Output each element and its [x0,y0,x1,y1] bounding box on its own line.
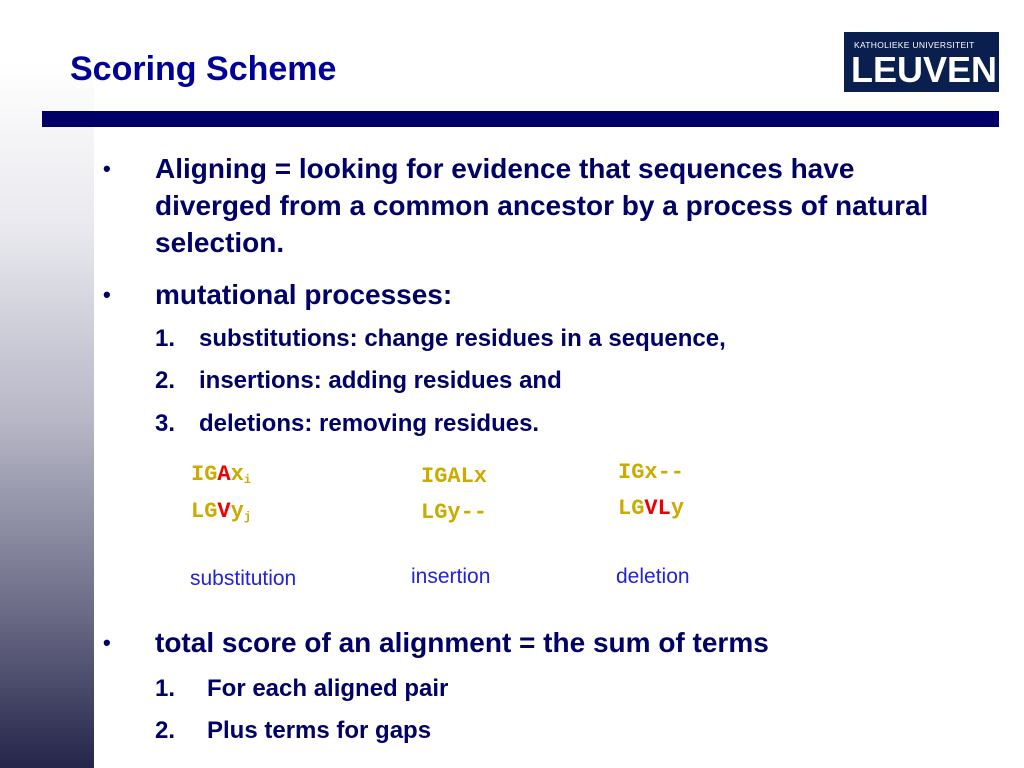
logo-main-text: LEUVEN [851,49,998,90]
university-logo: KATHOLIEKE UNIVERSITEIT LEUVEN [844,32,999,92]
term-number: 1. [155,675,176,702]
deletion-caption: deletion [616,565,690,588]
term-item: 1. For each aligned pair [155,674,448,704]
substitution-caption: substitution [190,567,297,590]
term-text: For each aligned pair [207,675,449,702]
substitution-seq-1: IGAxi [191,462,251,487]
seq-prefix: IG [191,462,218,487]
process-number: 3. [155,410,176,437]
term-number: 2. [155,717,176,744]
seq-prefix: LG [618,496,645,521]
deletion-seq-1: IGx-- [618,460,685,485]
bullet-item-total-score: • total score of an alignment = the sum … [103,624,945,661]
process-text: deletions: removing residues. [199,410,540,437]
seq-prefix: LG [191,499,218,524]
seq-highlight: A [217,462,231,487]
process-item: 2. insertions: adding residues and [155,366,562,396]
process-item: 1. substitutions: change residues in a se… [155,324,726,354]
title-rule [42,111,999,127]
process-text: substitutions: change residues in a sequ… [199,325,726,352]
bullet-text: Aligning = looking for evidence that seq… [155,153,929,258]
bullet-text: total score of an alignment = the sum of… [155,627,769,658]
bullet-item-mutational: • mutational processes: [103,276,945,313]
term-text: Plus terms for gaps [207,717,432,744]
insertion-seq-2: LGy-- [421,500,488,525]
insertion-seq-1: IGALx [421,464,488,489]
seq-highlight: V [217,499,231,524]
process-item: 3. deletions: removing residues. [155,409,539,439]
logo-top-text: KATHOLIEKE UNIVERSITEIT [854,40,975,50]
seq-highlight: VL [644,496,671,521]
seq-subscript: j [243,510,252,524]
bullet-dot: • [103,156,111,181]
seq-suffix: y [670,496,685,521]
bullet-item-aligning: • Aligning = looking for evidence that s… [103,150,945,261]
seq-subscript: i [243,473,252,487]
deletion-seq-2: LGVLy [618,496,684,521]
seq-suffix: x [230,462,244,487]
bullet-text: mutational processes: [155,279,453,310]
process-number: 2. [155,367,176,394]
insertion-caption: insertion [411,565,491,588]
bullet-dot: • [103,630,111,655]
process-number: 1. [155,325,176,352]
slide-title: Scoring Scheme [70,50,337,88]
term-item: 2. Plus terms for gaps [155,716,431,746]
process-text: insertions: adding residues and [199,367,562,394]
side-gradient-bar [0,0,94,768]
substitution-seq-2: LGVyj [191,499,251,524]
seq-suffix: y [230,499,244,524]
bullet-dot: • [103,282,111,307]
